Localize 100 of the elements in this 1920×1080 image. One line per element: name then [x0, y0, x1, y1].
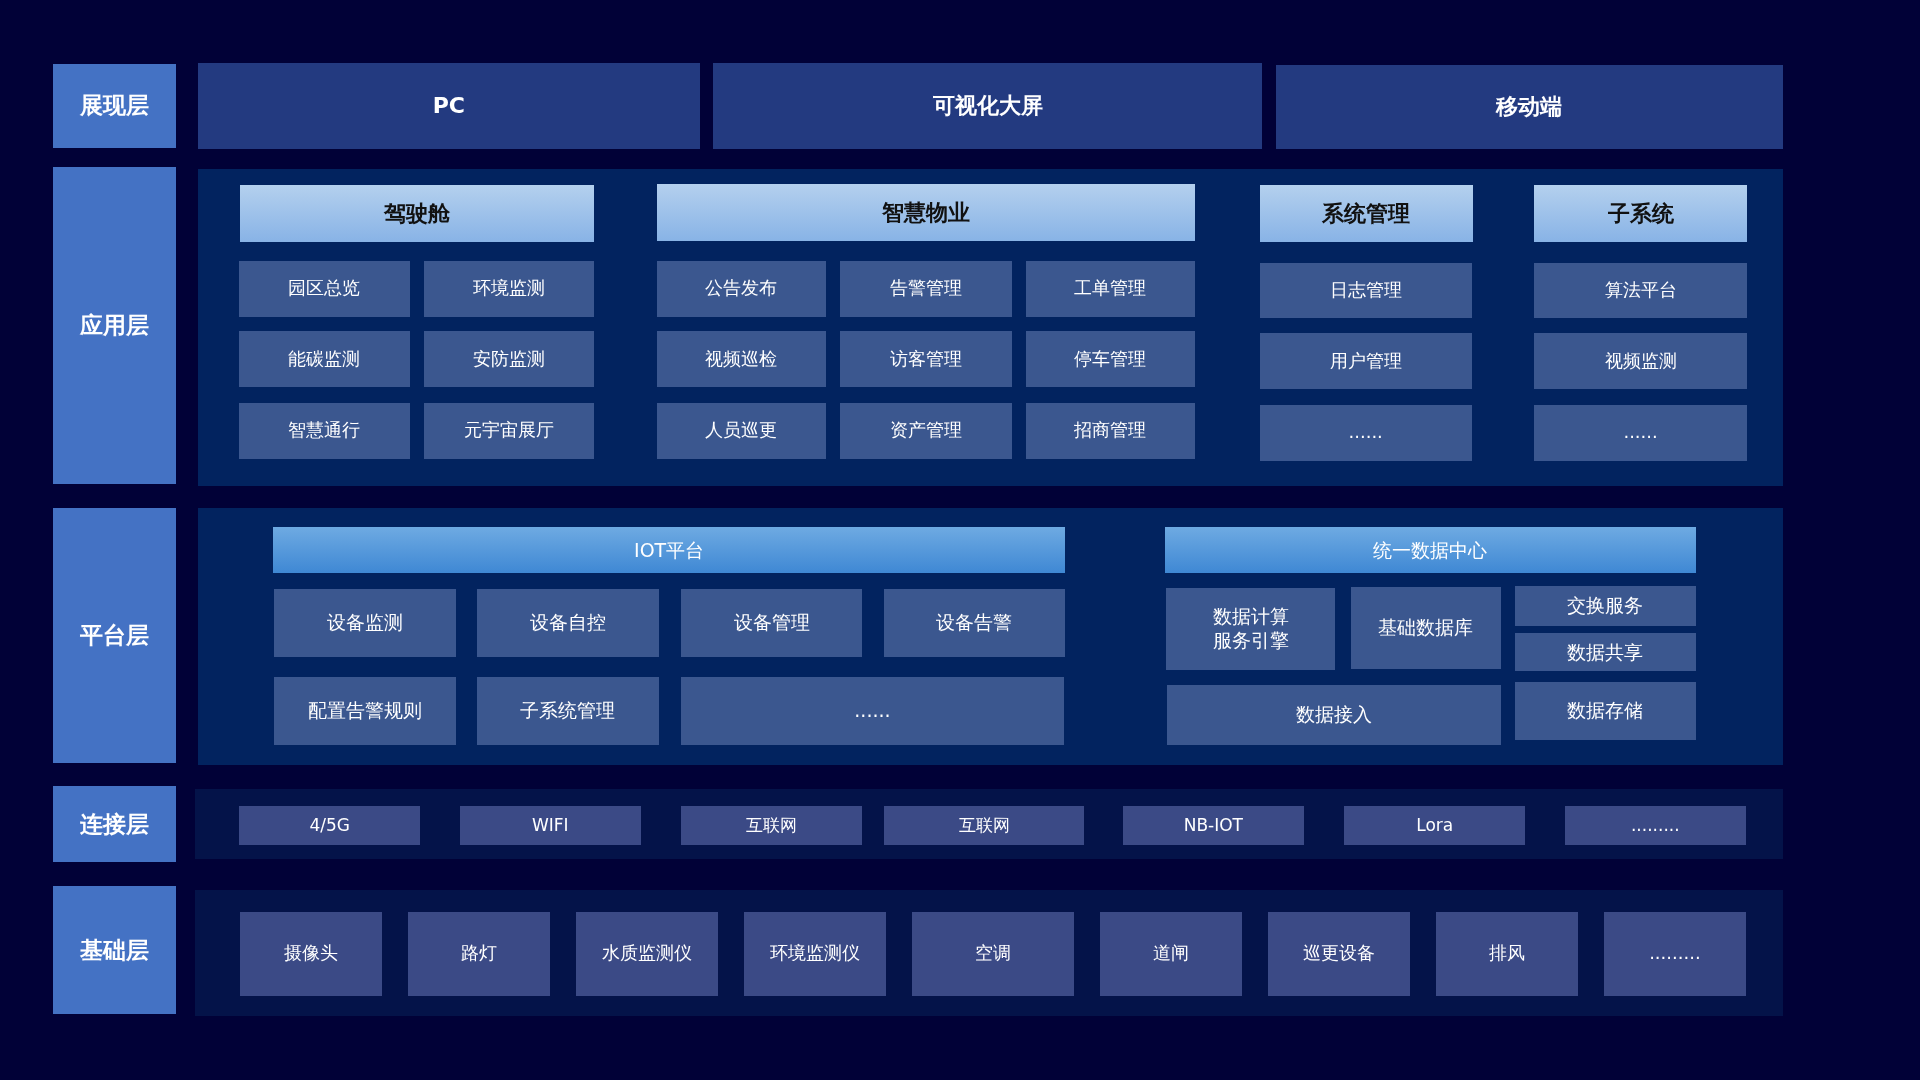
layer-title: 展现层 — [80, 91, 150, 121]
layer-label — [52, 886, 177, 1015]
module-label: 数据计算服务引擎 — [1211, 605, 1290, 653]
module-box — [656, 331, 827, 388]
group-title: 子系统 — [1607, 199, 1674, 228]
module-label: 数据存储 — [1567, 699, 1644, 724]
network-label: ......... — [1630, 814, 1680, 836]
group-title: 智慧物业 — [881, 198, 970, 227]
module-box — [839, 331, 1012, 388]
module-box — [424, 331, 594, 388]
module-box — [1259, 333, 1472, 390]
layer-title: 基础层 — [80, 935, 150, 965]
group-title: 驾驶舱 — [383, 199, 450, 228]
module-box — [239, 260, 410, 317]
layer-panel — [197, 168, 1784, 487]
module-label: 告警管理 — [889, 277, 962, 300]
group-header — [240, 185, 594, 243]
module-label: 工单管理 — [1074, 277, 1147, 300]
module-label: 环境监测 — [473, 277, 546, 300]
module-box — [1025, 331, 1196, 388]
layer-label — [52, 786, 177, 862]
module-box — [274, 677, 456, 745]
module-label: 配置告警规则 — [308, 699, 423, 724]
module-box — [1166, 685, 1501, 745]
module-box — [839, 402, 1012, 459]
module-box — [1025, 402, 1196, 459]
network-box — [239, 805, 421, 845]
module-box — [839, 260, 1012, 317]
device-label: 道闸 — [1152, 942, 1189, 965]
display-box — [713, 62, 1262, 149]
device-box — [1603, 911, 1746, 996]
module-label: 子系统管理 — [520, 699, 616, 724]
module-label: 算法平台 — [1604, 279, 1677, 302]
module-label: ...... — [854, 699, 891, 724]
platform-header — [273, 527, 1065, 574]
layer-panel — [197, 507, 1784, 765]
device-box — [576, 911, 719, 996]
group-header — [656, 184, 1196, 242]
module-box — [1351, 587, 1501, 669]
device-label: 排风 — [1488, 942, 1525, 965]
layer-label — [52, 63, 177, 148]
display-box — [197, 62, 700, 149]
module-label: 停车管理 — [1074, 347, 1147, 371]
module-box — [477, 589, 659, 657]
device-box — [1267, 911, 1410, 996]
device-box — [1099, 911, 1242, 996]
network-label: 互联网 — [958, 814, 1010, 836]
module-label: 交换服务 — [1567, 594, 1644, 619]
device-label: 摄像头 — [284, 942, 339, 965]
module-box — [1534, 404, 1747, 461]
device-label: 巡更设备 — [1302, 942, 1375, 965]
module-box — [477, 677, 659, 745]
module-label: 公告发布 — [705, 277, 778, 300]
layer-label — [52, 507, 177, 763]
module-box — [681, 677, 1064, 745]
module-label: 访客管理 — [889, 347, 962, 371]
module-label: 资产管理 — [889, 419, 962, 442]
network-box — [681, 805, 863, 845]
module-label: 设备告警 — [936, 611, 1013, 635]
module-box — [424, 402, 594, 459]
module-label: 视频巡检 — [705, 347, 778, 371]
device-label: ......... — [1649, 942, 1701, 965]
module-label: 人员巡更 — [705, 419, 778, 442]
module-label: 用户管理 — [1329, 349, 1402, 373]
platform-header — [1164, 527, 1696, 574]
group-header — [1534, 185, 1747, 243]
device-label: 环境监测仪 — [770, 942, 861, 965]
platform-title: 统一数据中心 — [1373, 538, 1488, 563]
module-label: 数据共享 — [1567, 640, 1644, 665]
module-box — [1514, 682, 1696, 741]
module-box — [1259, 262, 1472, 319]
network-label: NB-IOT — [1183, 814, 1243, 836]
network-box — [883, 805, 1085, 845]
module-box — [1259, 404, 1472, 461]
group-header — [1259, 185, 1473, 243]
module-label: 智慧通行 — [288, 419, 361, 442]
network-label: 4/5G — [309, 814, 351, 836]
module-box — [1165, 588, 1336, 670]
network-label: WIFI — [531, 814, 569, 836]
module-label: 视频监测 — [1604, 349, 1677, 373]
display-label: 可视化大屏 — [932, 92, 1043, 120]
layer-title: 应用层 — [80, 310, 150, 340]
module-box — [1534, 333, 1747, 390]
module-box — [681, 589, 863, 657]
module-label: 能碳监测 — [288, 347, 361, 371]
module-box — [424, 260, 594, 317]
network-box — [459, 805, 641, 845]
device-label: 水质监测仪 — [602, 942, 693, 965]
module-box — [883, 589, 1065, 657]
module-box — [1514, 586, 1696, 627]
network-box — [1122, 805, 1304, 845]
module-label: 元宇宙展厅 — [464, 419, 555, 442]
layer-title: 平台层 — [80, 620, 150, 650]
module-box — [239, 331, 410, 388]
module-box — [1025, 260, 1196, 317]
device-box — [240, 911, 383, 996]
module-box — [656, 402, 827, 459]
display-box — [1275, 64, 1784, 149]
display-label: 移动端 — [1496, 93, 1563, 121]
module-label: 设备管理 — [733, 611, 810, 635]
